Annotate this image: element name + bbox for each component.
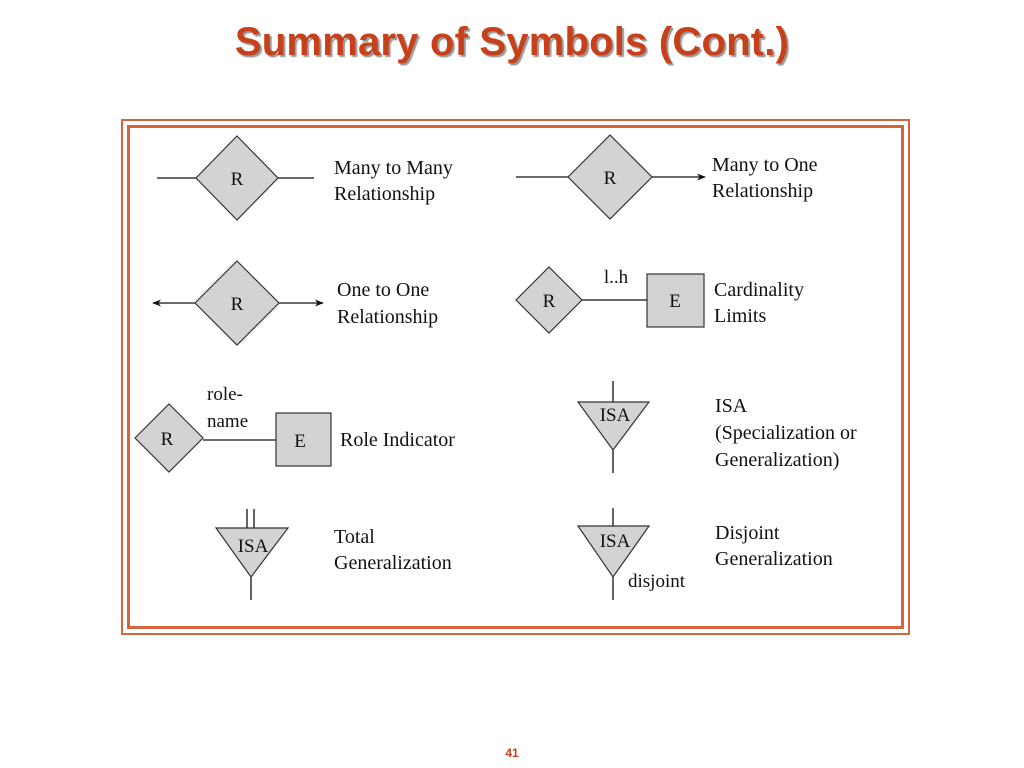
disjoint-generalization-label-line1: Disjoint — [715, 522, 780, 544]
many-to-many-symbol: R — [157, 135, 314, 221]
many-to-many-label-line1: Many to Many — [334, 157, 453, 179]
relationship-letter: R — [231, 294, 244, 315]
total-generalization-label-line2: Generalization — [334, 552, 452, 574]
relationship-letter: R — [543, 291, 556, 312]
isa-text: ISA — [600, 405, 631, 426]
relationship-diamond — [194, 260, 280, 346]
entity-box — [646, 273, 705, 328]
frame-inner-border-2 — [129, 127, 902, 627]
role-name-line2: name — [207, 411, 248, 432]
frame-inner-border — [127, 125, 904, 629]
relationship-diamond — [515, 266, 583, 334]
role-name-line1: role- — [207, 384, 243, 405]
relationship-diamond — [567, 134, 653, 220]
one-to-one-label-line2: Relationship — [337, 306, 438, 328]
disjoint-annotation: disjoint — [628, 571, 686, 592]
cardinality-limits-symbol: R E l..h — [515, 266, 705, 334]
disjoint-generalization-symbol: ISA disjoint — [576, 508, 686, 600]
isa-label-line1: ISA — [715, 395, 748, 417]
isa-text: ISA — [600, 531, 631, 552]
entity-box — [275, 412, 332, 467]
total-generalization-symbol: ISA — [214, 509, 290, 600]
disjoint-generalization-label-line2: Generalization — [715, 548, 833, 570]
isa-triangle — [576, 525, 651, 579]
relationship-letter: R — [604, 168, 617, 189]
one-to-one-symbol: R — [152, 260, 324, 346]
isa-text: ISA — [238, 536, 269, 557]
isa-triangle — [214, 527, 290, 579]
relationship-diamond — [134, 403, 204, 473]
relationship-diamond — [195, 135, 279, 221]
relationship-letter: R — [231, 169, 244, 190]
many-to-one-label-line2: Relationship — [712, 180, 813, 202]
relationship-letter: R — [161, 429, 174, 450]
page-number: 41 — [505, 746, 519, 760]
slide-title: Summary of Symbols (Cont.) — [234, 20, 790, 64]
one-to-one-label-line1: One to One — [337, 279, 429, 301]
entity-letter: E — [669, 291, 681, 312]
isa-label-line3: Generalization) — [715, 449, 839, 471]
isa-symbol: ISA — [576, 381, 651, 473]
cardinality-annotation: l..h — [604, 267, 629, 288]
isa-label-line2: (Specialization or — [715, 422, 857, 444]
cardinality-label-line2: Limits — [714, 305, 766, 327]
role-indicator-label: Role Indicator — [340, 429, 455, 451]
many-to-many-label-line2: Relationship — [334, 183, 435, 205]
entity-letter: E — [294, 431, 306, 452]
isa-triangle — [576, 401, 651, 452]
many-to-one-symbol: R — [516, 134, 706, 220]
total-generalization-label-line1: Total — [334, 526, 375, 548]
many-to-one-label-line1: Many to One — [712, 154, 818, 176]
cardinality-label-line1: Cardinality — [714, 279, 804, 301]
role-indicator-symbol: R E role- name — [134, 384, 332, 473]
